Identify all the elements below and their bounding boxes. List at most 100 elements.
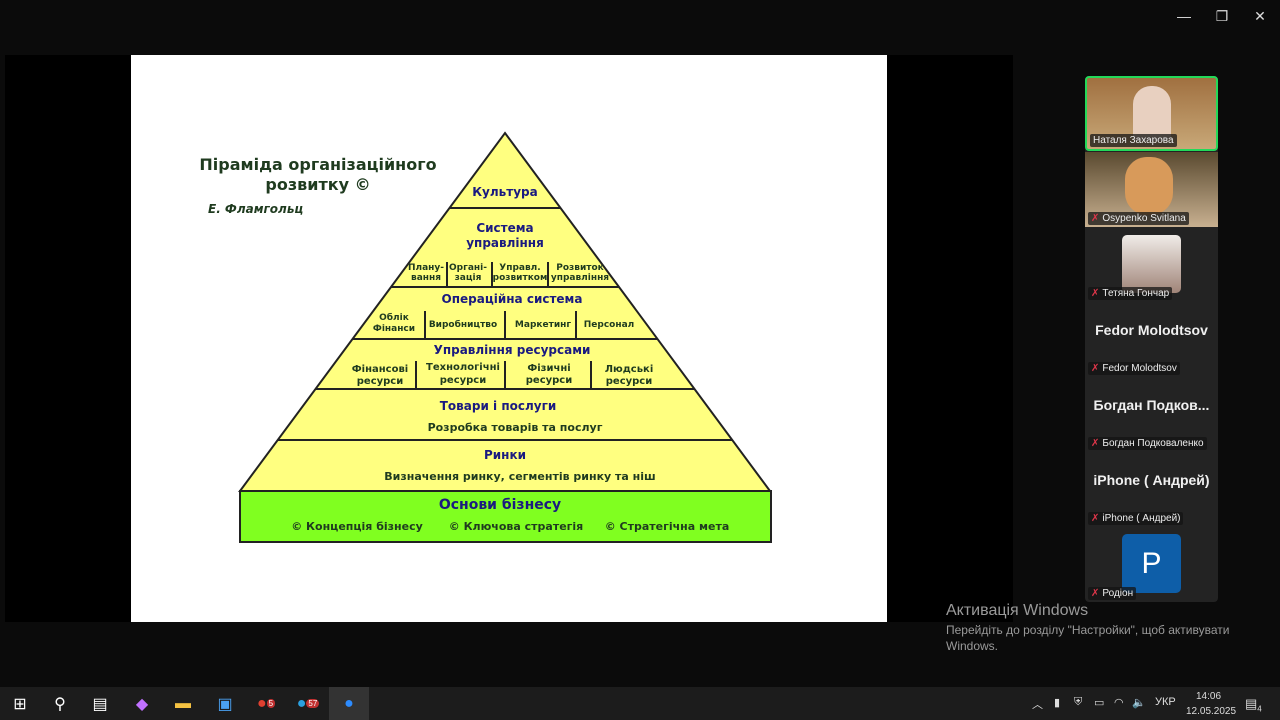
- res-item: ресурси: [606, 376, 652, 387]
- video-feed: [1125, 157, 1173, 215]
- products-subtitle: Розробка товарів та послуг: [428, 421, 603, 434]
- mgmt-item: Органі-: [449, 262, 487, 273]
- video-feed: [1133, 86, 1171, 141]
- mic-muted-icon: ✗: [1091, 288, 1100, 299]
- slide-title: Піраміда організаційного: [199, 155, 436, 174]
- activation-text: Перейдіть до розділу "Настройки", щоб ак…: [946, 623, 1230, 637]
- copilot-icon[interactable]: ◆: [135, 695, 149, 713]
- participant-name: iPhone ( Андрей): [1102, 513, 1181, 524]
- participant-tile[interactable]: ✗Osypenko Svitlana: [1085, 152, 1218, 227]
- mgmt-item: Розвиток: [556, 263, 604, 273]
- pyramid-dividers: [278, 207, 732, 441]
- chrome-icon[interactable]: ●5: [256, 694, 276, 712]
- notifications-icon[interactable]: ▤4: [1245, 696, 1262, 714]
- windows-activation-watermark: Активація Windows Перейдіть до розділу "…: [946, 602, 1229, 653]
- clock-date: 12.05.2025: [1186, 706, 1237, 717]
- activation-title: Активація Windows: [946, 602, 1089, 619]
- res-item: Технологічні: [426, 362, 500, 373]
- participant-display-name: Богдан Подков...: [1093, 397, 1210, 413]
- avatar: [1122, 235, 1181, 293]
- avatar: P: [1122, 534, 1181, 593]
- participant-name: Родіон: [1102, 588, 1134, 599]
- close-button[interactable]: ✕: [1254, 8, 1266, 24]
- participant-tile[interactable]: Fedor Molodtsov ✗Fedor Molodtsov: [1085, 302, 1218, 377]
- chrome-badge: 5: [266, 699, 276, 708]
- mic-muted-icon: ✗: [1091, 213, 1100, 224]
- res-item: ресурси: [440, 375, 486, 386]
- res-item: ресурси: [526, 375, 572, 386]
- level-management: управління: [466, 236, 544, 250]
- volume-icon[interactable]: 🔈: [1132, 697, 1146, 709]
- minimize-button[interactable]: —: [1177, 8, 1191, 24]
- level-management: Система: [476, 221, 533, 235]
- foundation-item: © Концепція бізнесу: [291, 520, 423, 533]
- participant-name: Fedor Molodtsov: [1102, 363, 1177, 374]
- level-foundation: Основи бізнесу: [439, 497, 561, 513]
- show-hidden-icons[interactable]: ︿: [1032, 699, 1043, 711]
- mic-muted-icon: ✗: [1091, 588, 1100, 599]
- mgmt-item: Управл.: [499, 263, 540, 273]
- participant-tile[interactable]: Богдан Подков... ✗Богдан Подковаленко: [1085, 377, 1218, 452]
- participant-name: Osypenko Svitlana: [1102, 213, 1186, 224]
- foundation-block: [239, 490, 772, 543]
- mgmt-item: Плану-: [408, 263, 444, 273]
- participant-name: Богдан Подковаленко: [1102, 438, 1204, 449]
- clock-time: 14:06: [1195, 691, 1222, 702]
- res-item: Фізичні: [527, 363, 570, 374]
- zoom-icon[interactable]: ●: [329, 687, 369, 720]
- ops-item: Персонал: [584, 320, 634, 330]
- participant-tile[interactable]: P ✗Родіон: [1085, 527, 1218, 602]
- res-item: ресурси: [357, 376, 403, 387]
- res-item: Фінансові: [352, 364, 408, 375]
- participant-tile[interactable]: Наталя Захарова: [1085, 76, 1218, 151]
- telegram-icon[interactable]: ●57: [296, 694, 320, 712]
- participant-tile[interactable]: iPhone ( Андрей) ✗iPhone ( Андрей): [1085, 452, 1218, 527]
- store-icon[interactable]: ▣: [217, 695, 233, 713]
- file-explorer-icon[interactable]: ▬: [175, 694, 191, 712]
- battery-icon[interactable]: ▭: [1094, 697, 1105, 709]
- task-view-icon[interactable]: ▤: [92, 695, 108, 713]
- participant-display-name: iPhone ( Андрей): [1093, 472, 1210, 488]
- security-icon[interactable]: ⛨: [1074, 696, 1083, 708]
- mgmt-item: розвитком: [493, 273, 548, 283]
- slide-title: розвитку ©: [265, 175, 370, 194]
- ops-item: Маркетинг: [515, 320, 571, 330]
- activation-text: Windows.: [946, 639, 999, 653]
- pyramid-diagram: Піраміда організаційного розвитку © Е. Ф…: [199, 131, 772, 543]
- notification-count: 4: [1257, 704, 1262, 714]
- participant-name: Наталя Захарова: [1090, 134, 1177, 147]
- mgmt-item: управління: [551, 272, 609, 283]
- slide-author: Е. Фламгольц: [208, 202, 303, 216]
- mic-muted-icon: ✗: [1091, 513, 1100, 524]
- shared-slide: Піраміда організаційного розвитку © Е. Ф…: [131, 55, 887, 622]
- ops-item: Виробництво: [429, 319, 497, 330]
- clock[interactable]: 14:06 12.05.2025: [1186, 689, 1237, 719]
- microphone-icon[interactable]: ▮: [1054, 697, 1061, 709]
- level-culture: Культура: [472, 185, 537, 199]
- participant-gallery[interactable]: Наталя Захарова ✗Osypenko Svitlana ✗Тетя…: [1085, 76, 1218, 602]
- mgmt-item: вання: [411, 273, 441, 283]
- search-icon[interactable]: ⚲: [54, 695, 66, 713]
- level-products: Товари і послуги: [440, 399, 557, 413]
- telegram-badge: 57: [306, 699, 320, 708]
- mic-muted-icon: ✗: [1091, 438, 1100, 449]
- level-resources: Управління ресурсами: [434, 343, 591, 357]
- restore-button[interactable]: ❐: [1215, 8, 1229, 24]
- level-operations: Операційна система: [442, 292, 583, 306]
- res-item: Людські: [605, 364, 654, 375]
- ops-item: Фінанси: [373, 323, 415, 334]
- participant-display-name: Fedor Molodtsov: [1095, 322, 1208, 338]
- markets-subtitle: Визначення ринку, сегментів ринку та ніш: [384, 470, 655, 483]
- wifi-icon[interactable]: ◠: [1114, 697, 1124, 709]
- foundation-item: © Ключова стратегія: [449, 520, 584, 533]
- mgmt-item: зація: [455, 272, 482, 283]
- taskbar: ⊞ ⚲ ▤ ◆ ▬ ▣ ●5 ●57 ● ︿ ▮ ⛨ ▭ ◠ 🔈 УКР 14:…: [0, 687, 1280, 720]
- mic-muted-icon: ✗: [1091, 363, 1100, 374]
- ops-item: Облік: [379, 312, 409, 323]
- foundation-item: © Стратегічна мета: [605, 520, 730, 533]
- participant-name: Тетяна Гончар: [1102, 288, 1170, 299]
- level-markets: Ринки: [484, 448, 526, 462]
- language-indicator[interactable]: УКР: [1155, 696, 1176, 708]
- windows-start-icon[interactable]: ⊞: [13, 695, 27, 713]
- participant-tile[interactable]: ✗Тетяна Гончар: [1085, 227, 1218, 302]
